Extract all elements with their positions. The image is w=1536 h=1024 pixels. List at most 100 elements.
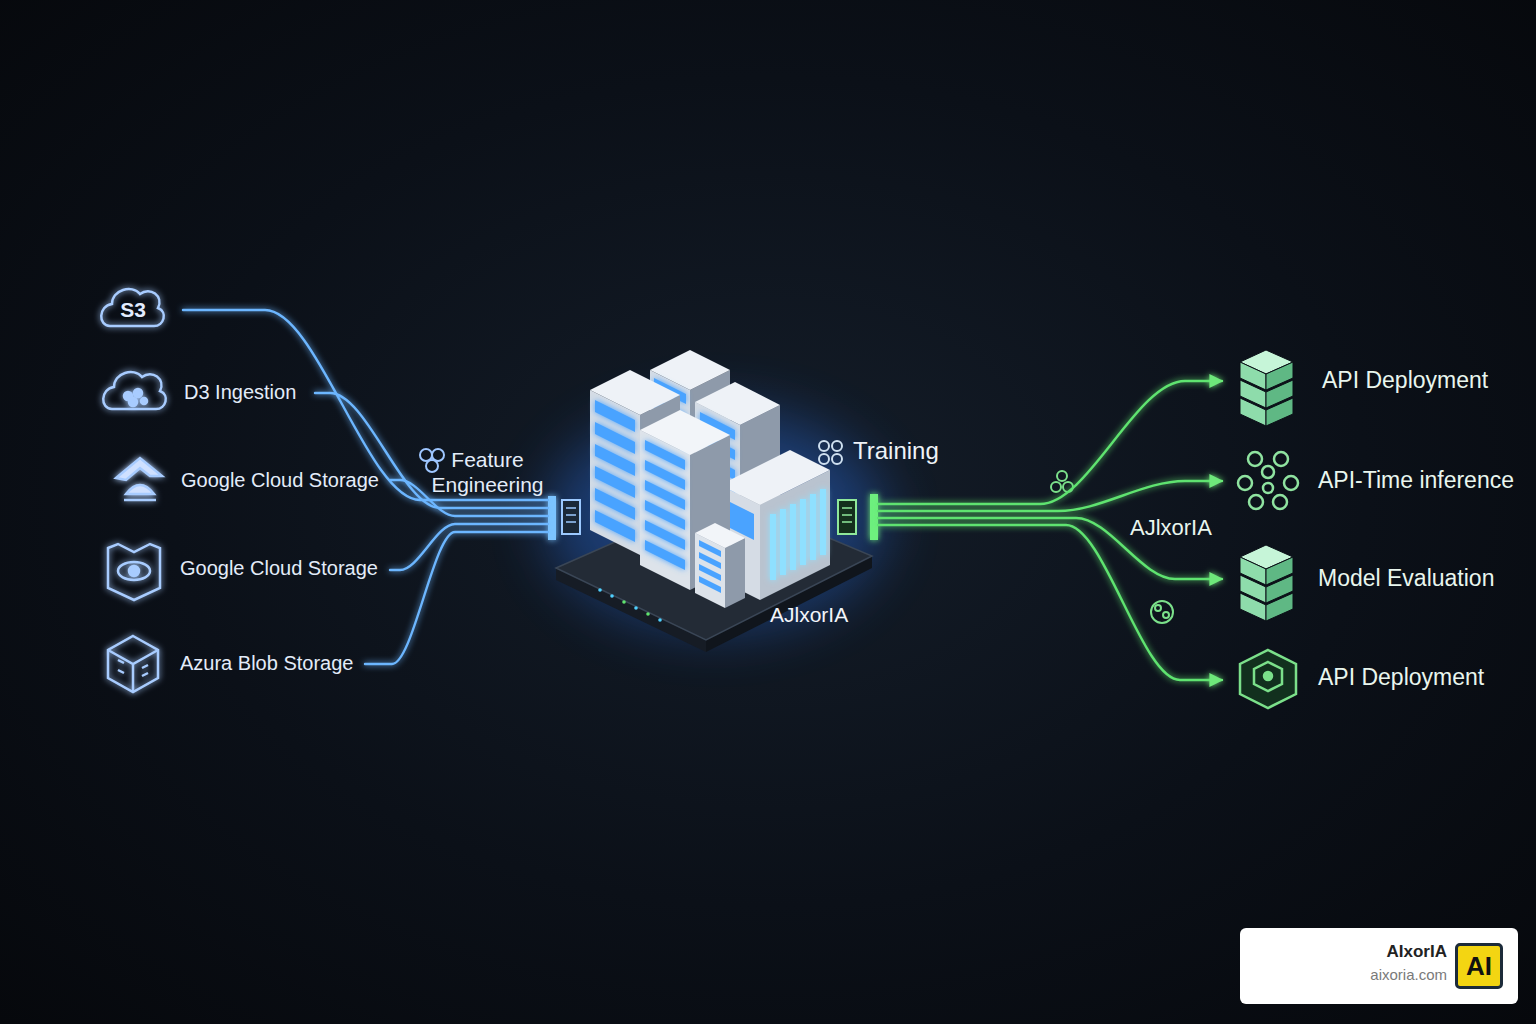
server-unit (800, 499, 806, 565)
node-label: D3 Ingestion (184, 380, 315, 404)
cluster-icon (1063, 482, 1073, 492)
source-icon (129, 566, 139, 576)
circle-cluster-icon (1284, 476, 1298, 490)
node-label: Google Cloud Storage (180, 556, 390, 580)
flow-connector (390, 524, 548, 570)
server-platform (646, 612, 650, 616)
server-platform (634, 606, 638, 610)
server-stack-icon (1240, 350, 1293, 426)
circle-cluster-icon (1238, 452, 1298, 509)
brand-logo: AI (1455, 943, 1503, 989)
server-platform (622, 600, 626, 604)
annotation-label: Training (853, 437, 963, 466)
server-tower (645, 540, 685, 570)
node-label: Model Evaluation (1318, 565, 1536, 593)
server-stack-icon (1240, 593, 1266, 621)
connector-plug (548, 494, 878, 540)
source-icon (116, 458, 162, 480)
node-label: API Deployment (1322, 367, 1536, 395)
node-label: Google Cloud Storage (181, 468, 390, 492)
connector-plug (870, 494, 878, 540)
server-unit (810, 494, 816, 560)
cluster-icon (832, 454, 842, 464)
source-icon (108, 650, 158, 692)
source-icon (108, 636, 158, 692)
server-unit (780, 509, 786, 575)
source-icon (126, 485, 154, 494)
storage-source: D3 Ingestion (100, 370, 315, 416)
server-unit (770, 489, 826, 580)
hex-box-icon (1240, 650, 1296, 708)
storage-source: S3 (103, 285, 183, 335)
flow-connector (365, 532, 548, 664)
server-tower (645, 440, 685, 570)
cluster-icon (1057, 471, 1067, 481)
node-label: S3 (103, 297, 163, 322)
source-icon (134, 389, 142, 397)
source-icon (108, 544, 160, 600)
cluster-icon (1163, 612, 1169, 618)
circle-cluster-icon (1262, 466, 1274, 478)
server-stack-icon (1266, 398, 1293, 426)
cluster-icon (832, 441, 842, 451)
node-label: Azura Blob Storage (180, 651, 365, 675)
source-icon (101, 289, 166, 692)
server-cluster: AJlxorIA (548, 380, 878, 650)
node-label: AIxorIA (1240, 942, 1447, 962)
connector-plug (842, 508, 852, 522)
flow-connector (878, 481, 1222, 511)
server-small (725, 538, 745, 608)
server-tower (590, 390, 640, 555)
hex-box-icon (1240, 650, 1296, 708)
output-target: API Deployment (1222, 345, 1536, 417)
circle-cluster-icon (1263, 483, 1273, 493)
circle-cluster-icon (1248, 452, 1262, 466)
node-label: API-Time inference (1318, 467, 1536, 495)
annotation-label: AJlxorIA (1130, 515, 1240, 541)
connector-plug (548, 496, 556, 540)
server-stack-icon (1240, 398, 1266, 426)
source-icon (103, 372, 166, 409)
source-icon (101, 289, 164, 326)
server-platform (598, 588, 602, 592)
server-platform (610, 594, 614, 598)
hex-box-icon (1254, 662, 1282, 691)
cluster-icon (420, 449, 444, 472)
output-target: Model Evaluation (1222, 545, 1536, 613)
output-target: API Deployment (1222, 645, 1536, 715)
server-small (695, 523, 745, 608)
circle-cluster-icon (1274, 452, 1288, 466)
cluster-icon (1151, 601, 1173, 623)
server-tower (595, 510, 635, 542)
server-small (699, 540, 721, 593)
node-label: aixoria.com (1240, 966, 1447, 984)
circle-cluster-icon (1273, 495, 1287, 509)
storage-source: Azura Blob Storage (100, 636, 365, 692)
flow-connector (878, 525, 1222, 680)
brand-badge: AIxorIA aixoria.com AI (1240, 928, 1518, 1004)
source-icon (141, 398, 147, 404)
connector-plug (838, 500, 856, 534)
cluster-icon (432, 449, 444, 461)
cluster-icon (426, 460, 438, 472)
connector-plug (566, 508, 576, 522)
cluster-icon (420, 449, 432, 461)
server-tower (640, 430, 690, 590)
server-tower (595, 400, 635, 542)
server-tower (640, 410, 730, 590)
output-target: API-Time inference (1222, 448, 1536, 514)
source-icon (118, 660, 148, 676)
cluster-icon (1155, 605, 1161, 611)
server-unit (770, 514, 776, 580)
cluster-icon (819, 441, 829, 451)
cluster-icon (1051, 482, 1061, 492)
server-stack-icon (1266, 593, 1293, 621)
cluster-icon (819, 454, 829, 464)
source-icon (124, 499, 156, 502)
node-label: AI (1458, 951, 1500, 982)
cluster-icon (819, 441, 842, 464)
